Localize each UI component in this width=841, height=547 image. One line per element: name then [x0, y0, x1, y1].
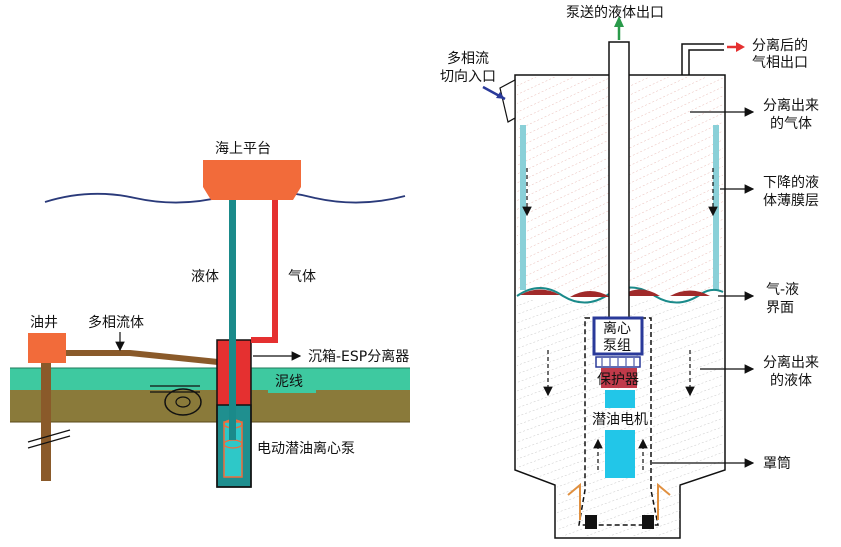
gas-outlet-label-1: 分离后的: [752, 37, 808, 54]
inlet-label-1: 多相流: [447, 50, 489, 67]
right-diagram: 离心 泵组 保护器 潜油电机 泵送的液体出口 多相流 切向入口 分离后的 气相出…: [440, 5, 819, 539]
multiphase-pipe: [66, 350, 219, 365]
pumped-outlet-label: 泵送的液体出口: [566, 5, 664, 21]
protector-label: 保护器: [597, 372, 639, 388]
oil-well-head: [28, 333, 66, 363]
liquid-riser: [229, 200, 236, 440]
pump-label-2: 泵组: [603, 338, 631, 354]
separated-gas-label-2: 的气体: [770, 116, 812, 132]
pump-discharge-tube: [608, 41, 630, 319]
separated-liquid-label-1: 分离出来: [763, 354, 819, 371]
gas-outlet-label-2: 气相出口: [752, 55, 808, 71]
gas-riser: [251, 200, 278, 343]
centrifugal-pump-box: [592, 316, 644, 356]
protector-box: [601, 368, 637, 388]
film-label-2: 体薄膜层: [763, 193, 819, 209]
caisson-label: 沉箱-ESP分离器: [308, 348, 409, 365]
liquid-film-right: [713, 125, 719, 290]
seabed-fan-icon: [150, 385, 202, 416]
shroud-label: 罩筒: [763, 455, 791, 472]
separated-gas-label-1: 分离出来: [763, 97, 819, 114]
seabed-water-layer: [10, 368, 410, 390]
shroud: [578, 317, 659, 526]
motor-label: 潜油电机: [592, 412, 648, 428]
tangential-inlet: [499, 79, 516, 123]
gas-outlet-pipe: [681, 43, 724, 75]
film-label-1: 下降的液: [763, 175, 819, 191]
esp-label: 电动潜油离心泵: [257, 440, 355, 457]
platform-label: 海上平台: [215, 141, 271, 157]
separated-liquid-label-2: 的液体: [770, 373, 812, 389]
pump-label-1: 离心: [603, 320, 631, 337]
seabed-soil-layer: [10, 390, 410, 422]
liquid-film-left: [520, 125, 526, 290]
multiphase-label: 多相流体: [88, 314, 144, 331]
interface-label-1: 气-液: [766, 282, 799, 298]
motor-upper: [605, 390, 635, 408]
left-diagram: 海上平台 油井 多相流体 液体: [10, 141, 410, 488]
inlet-label-2: 切向入口: [440, 69, 496, 85]
offshore-platform: [203, 160, 301, 200]
well-label: 油井: [30, 315, 58, 331]
liquid-label: 液体: [191, 269, 219, 285]
mudline-label: 泥线: [275, 374, 303, 390]
gas-label: 气体: [288, 269, 316, 285]
interface-label-2: 界面: [766, 300, 794, 316]
motor-body: [605, 430, 635, 478]
oil-well-casing: [41, 363, 51, 481]
